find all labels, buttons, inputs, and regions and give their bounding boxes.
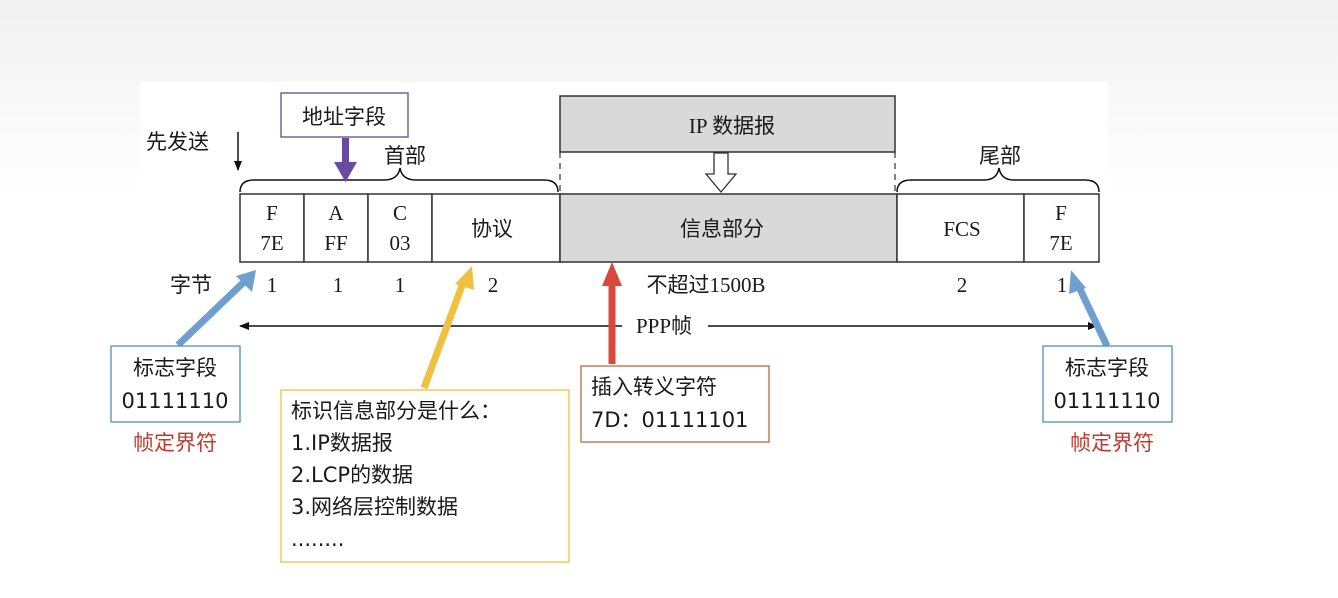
protocol-callout-title: 标识信息部分是什么： <box>291 399 501 423</box>
trailer-brace <box>896 167 1100 193</box>
address-callout-box <box>280 92 409 138</box>
flag-right-callout-line2: 01111110 <box>1054 389 1161 413</box>
header-label: 首部 <box>384 144 426 168</box>
field-flag-end-line2: 7E <box>1049 231 1072 255</box>
send-first-label: 先发送 <box>146 130 209 154</box>
field-control-line2: 03 <box>390 231 411 255</box>
bytes-flag-start: 1 <box>267 273 278 297</box>
escape-callout-box <box>580 365 770 443</box>
field-fcs-label: FCS <box>943 217 980 241</box>
field-flag-start-line2: 7E <box>260 231 283 255</box>
frame-fields: F 7E A FF C 03 协议 信息部分 FCS F 7E <box>239 193 1100 263</box>
bytes-control: 1 <box>395 273 406 297</box>
field-fcs <box>896 193 1025 263</box>
trailer-label: 尾部 <box>979 144 1021 168</box>
flag-left-callout-box <box>110 345 241 423</box>
protocol-callout-item: 3.网络层控制数据 <box>291 495 458 519</box>
flag-left-callout-line2: 01111110 <box>122 389 229 413</box>
field-address-line2: FF <box>324 231 347 255</box>
bytes-flag-end: 1 <box>1057 273 1068 297</box>
ip-datagram-label: IP 数据报 <box>689 114 775 138</box>
protocol-arrow-icon <box>455 266 474 290</box>
bytes-protocol: 2 <box>488 273 499 297</box>
frame-label: PPP帧 <box>636 314 692 338</box>
protocol-callout-item: 2.LCP的数据 <box>291 463 413 487</box>
flag-left-note: 帧定界符 <box>133 431 217 455</box>
field-address <box>303 193 369 263</box>
field-protocol-label: 协议 <box>471 217 513 241</box>
field-protocol <box>431 193 561 263</box>
header-brace <box>239 167 559 193</box>
flag-right-arrow-shaft <box>1074 283 1111 348</box>
byte-counts: 字节 1 1 1 2 不超过1500B 2 1 <box>170 273 1067 297</box>
escape-arrow-icon <box>602 262 622 286</box>
flag-right-callout-line1: 标志字段 <box>1065 356 1149 380</box>
field-flag-start-line1: F <box>266 201 278 225</box>
protocol-arrow-shaft <box>420 281 467 390</box>
protocol-callout-item: 1.IP数据报 <box>291 431 393 455</box>
escape-callout-line1: 插入转义字符 <box>591 375 717 399</box>
bytes-label: 字节 <box>170 273 212 297</box>
field-flag-end <box>1023 193 1100 263</box>
protocol-callout-box <box>280 389 570 563</box>
flag-left-callout-line1: 标志字段 <box>133 356 217 380</box>
flag-left-arrow-icon <box>236 270 256 292</box>
field-info <box>559 193 898 263</box>
flag-right-note: 帧定界符 <box>1070 431 1154 455</box>
bytes-fcs: 2 <box>957 273 968 297</box>
field-flag-end-line1: F <box>1055 201 1067 225</box>
address-callout-text: 地址字段 <box>302 105 386 129</box>
flag-right-arrow-icon <box>1069 270 1086 294</box>
flag-right-callout-box <box>1042 345 1173 423</box>
escape-callout-line2: 7D：01111101 <box>591 408 748 432</box>
field-info-label: 信息部分 <box>680 217 764 241</box>
field-control <box>367 193 433 263</box>
ip-datagram-box <box>559 95 896 153</box>
field-address-line1: A <box>328 201 344 225</box>
address-pointer-icon <box>334 138 357 182</box>
field-control-line1: C <box>393 201 407 225</box>
bytes-info: 不超过1500B <box>646 273 765 297</box>
protocol-callout-item: ........ <box>291 527 344 551</box>
flag-left-arrow-shaft <box>175 278 248 348</box>
bytes-address: 1 <box>333 273 344 297</box>
encapsulate-arrow-icon <box>704 152 738 194</box>
